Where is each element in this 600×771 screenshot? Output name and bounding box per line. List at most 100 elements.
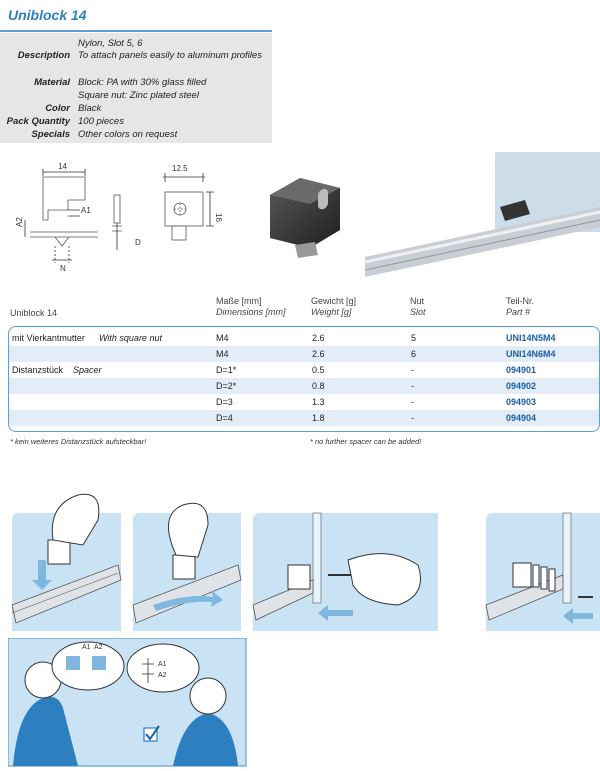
dim-label: 12.5 bbox=[172, 164, 188, 173]
spec-label: Specials bbox=[31, 129, 70, 140]
row-dim: M4 bbox=[216, 333, 229, 343]
assembly-steps bbox=[11, 493, 600, 631]
footnote-en: * no further spacer can be added! bbox=[310, 437, 422, 446]
row-dim: D=2* bbox=[216, 381, 237, 391]
row-part-number: 094903 bbox=[506, 397, 537, 407]
header-de: Gewicht [g] bbox=[311, 296, 357, 306]
bubble-label: A2 bbox=[158, 672, 167, 679]
header-en: Part # bbox=[506, 307, 531, 317]
row-slot: - bbox=[411, 381, 414, 391]
spec-row: Specials Other colors on request bbox=[0, 129, 272, 141]
row-part-number: UNI14N6M4 bbox=[506, 349, 556, 359]
row-dim: D=3 bbox=[216, 397, 233, 407]
col-header-dimensions: Maße [mm]Dimensions [mm] bbox=[216, 296, 286, 318]
spec-value: Nylon, Slot 5, 6 bbox=[78, 38, 143, 49]
spec-value: Square nut: Zinc plated steel bbox=[78, 90, 199, 101]
checkbox-icon bbox=[143, 727, 158, 742]
row-dim: M4 bbox=[216, 349, 229, 359]
spec-value: To attach panels easily to aluminum prof… bbox=[78, 50, 262, 61]
technical-drawing: 14 A1 A2 N D 12.5 16 bbox=[15, 162, 223, 273]
spec-label: Color bbox=[45, 103, 70, 114]
row-weight: 1.8 bbox=[312, 413, 325, 423]
title-rule bbox=[0, 30, 272, 32]
table-row: D=3 1.3 - 094903 bbox=[9, 394, 599, 410]
row-dim: D=1* bbox=[216, 365, 237, 375]
arrow-rotate-icon bbox=[153, 590, 223, 611]
row-weight: 0.8 bbox=[312, 381, 325, 391]
row-part-number: 094904 bbox=[506, 413, 537, 423]
dim-label: A1 bbox=[81, 206, 91, 215]
dim-label: 16 bbox=[214, 213, 223, 222]
spec-row: Square nut: Zinc plated steel bbox=[0, 90, 272, 102]
spec-block: Nylon, Slot 5, 6 Description To attach pa… bbox=[0, 33, 272, 143]
row-desc-en: Spacer bbox=[73, 365, 102, 375]
col-header-weight: Gewicht [g]Weight [g] bbox=[311, 296, 356, 318]
header-en: Slot bbox=[410, 307, 426, 317]
row-desc: mit Vierkantmutter bbox=[12, 333, 85, 343]
header-en: Dimensions [mm] bbox=[216, 307, 286, 317]
row-part-number: UNI14N5M4 bbox=[506, 333, 556, 343]
row-weight: 0.5 bbox=[312, 365, 325, 375]
spec-value: 100 pieces bbox=[78, 116, 124, 127]
row-slot: - bbox=[411, 413, 414, 423]
row-slot: 6 bbox=[411, 349, 417, 359]
speech-bubble bbox=[126, 643, 200, 693]
bubble-label: A1 bbox=[82, 644, 91, 651]
row-slot: 5 bbox=[411, 333, 417, 343]
product-photo-mounted bbox=[365, 152, 600, 282]
arrow-left-icon bbox=[318, 605, 353, 621]
table-row: D=2* 0.8 - 094902 bbox=[9, 378, 599, 394]
spec-value: Other colors on request bbox=[78, 129, 178, 140]
spec-row: Description To attach panels easily to al… bbox=[0, 50, 272, 62]
step-spacer-illustration bbox=[485, 512, 600, 631]
arrow-left-icon bbox=[563, 608, 593, 624]
spec-label: Pack Quantity bbox=[6, 116, 70, 127]
parts-table: mit Vierkantmutter With square nut M4 2.… bbox=[8, 326, 600, 432]
product-photo-block bbox=[270, 178, 340, 258]
header-de: Maße [mm] bbox=[216, 296, 262, 306]
speech-bubble bbox=[51, 641, 125, 691]
spec-label: Material bbox=[34, 77, 70, 88]
bubble-label: A2 bbox=[94, 644, 103, 651]
row-part-number: 094902 bbox=[506, 381, 537, 391]
row-weight: 2.6 bbox=[312, 349, 325, 359]
step-screw-illustration bbox=[252, 512, 438, 631]
col-header-product: Uniblock 14 bbox=[10, 308, 58, 318]
spec-row: Pack Quantity 100 pieces bbox=[0, 116, 272, 128]
spec-label: Description bbox=[17, 50, 70, 61]
arrow-down-icon bbox=[32, 560, 52, 590]
dim-label: 14 bbox=[58, 162, 67, 171]
table-row: mit Vierkantmutter With square nut M4 2.… bbox=[9, 330, 599, 346]
table-row: M4 2.6 6 UNI14N6M4 bbox=[9, 346, 599, 362]
dim-label: A2 bbox=[15, 217, 24, 227]
step-rotate-illustration bbox=[132, 502, 242, 631]
bubble-label: A1 bbox=[158, 661, 167, 668]
row-slot: - bbox=[411, 397, 414, 407]
header-de: Nut bbox=[410, 296, 425, 306]
dim-label: N bbox=[60, 264, 66, 273]
header-de: Teil-Nr. bbox=[506, 296, 535, 306]
dim-label: D bbox=[135, 238, 141, 247]
page-title: Uniblock 14 bbox=[8, 7, 87, 23]
row-part-number: 094901 bbox=[506, 365, 537, 375]
col-header-part: Teil-Nr.Part # bbox=[506, 296, 534, 318]
spec-row: Material Block: PA with 30% glass filled bbox=[0, 77, 272, 89]
support-call-illustration: A1 A2 A1 A2 bbox=[8, 638, 247, 767]
row-slot: - bbox=[411, 365, 414, 375]
row-desc: Distanzstück bbox=[12, 365, 64, 375]
footnote-de: * kein weiteres Distanzstück aufsteckbar… bbox=[10, 437, 147, 446]
row-weight: 1.3 bbox=[312, 397, 325, 407]
step-insert-illustration bbox=[11, 493, 122, 631]
row-dim: D=4 bbox=[216, 413, 233, 423]
table-row: D=4 1.8 - 094904 bbox=[9, 410, 599, 426]
row-desc-en: With square nut bbox=[99, 333, 162, 343]
table-row: Distanzstück Spacer D=1* 0.5 - 094901 bbox=[9, 362, 599, 378]
row-weight: 2.6 bbox=[312, 333, 325, 343]
spec-row: Color Black bbox=[0, 103, 272, 115]
spec-value: Black bbox=[78, 103, 102, 114]
spec-row: Nylon, Slot 5, 6 bbox=[0, 38, 272, 50]
header-en: Weight [g] bbox=[311, 307, 352, 317]
spec-value: Block: PA with 30% glass filled bbox=[78, 77, 207, 88]
checkmark-icon bbox=[145, 725, 160, 741]
